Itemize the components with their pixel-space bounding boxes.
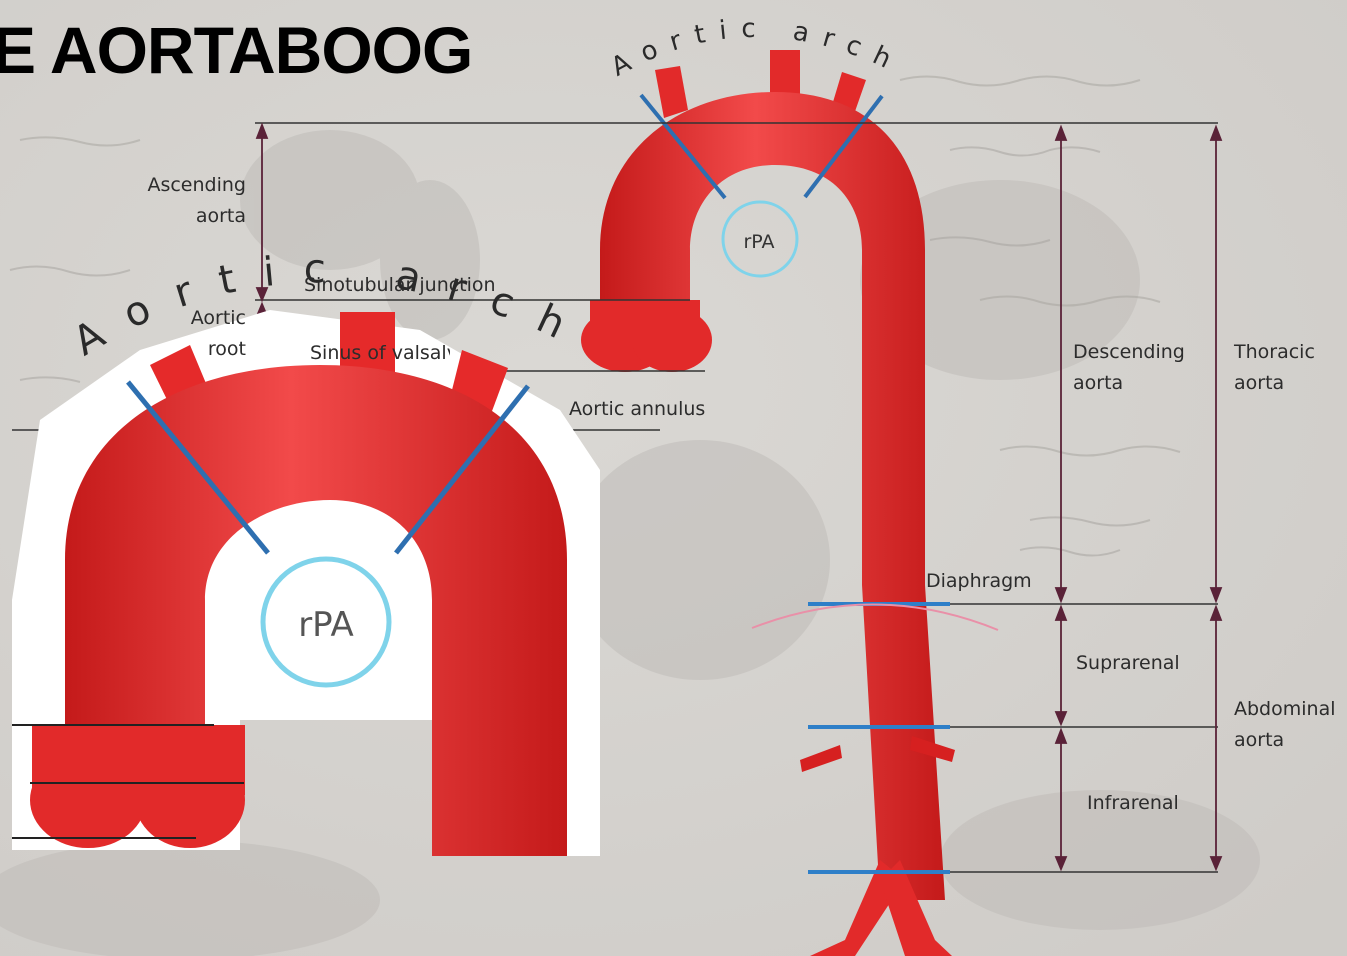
zoomed-arch-illustration bbox=[12, 310, 600, 856]
descending-aorta-label: Descending aorta bbox=[1073, 337, 1185, 399]
sinus-of-valsalva-label: Sinus of valsalva bbox=[310, 338, 450, 369]
ascending-aorta-label: Ascending aorta bbox=[110, 170, 246, 232]
infrarenal-label: Infrarenal bbox=[1087, 788, 1179, 819]
abdominal-aorta-label: Abdominal aorta bbox=[1234, 694, 1336, 756]
sinotubular-junction-label: Sinotubular junction bbox=[304, 270, 496, 301]
aortic-root-label: Aortic root bbox=[140, 303, 246, 365]
rpa-label-large: rPA bbox=[298, 605, 354, 645]
full-aorta-illustration bbox=[581, 50, 998, 956]
aortic-annulus-label: Aortic annulus bbox=[569, 394, 705, 425]
suprarenal-label: Suprarenal bbox=[1076, 648, 1180, 679]
rpa-label-small: rPA bbox=[743, 231, 774, 253]
thoracic-aorta-label: Thoracic aorta bbox=[1234, 337, 1315, 399]
aortic-arch-label-small: Aortic arch bbox=[606, 14, 908, 83]
diaphragm-label: Diaphragm bbox=[926, 566, 1032, 597]
